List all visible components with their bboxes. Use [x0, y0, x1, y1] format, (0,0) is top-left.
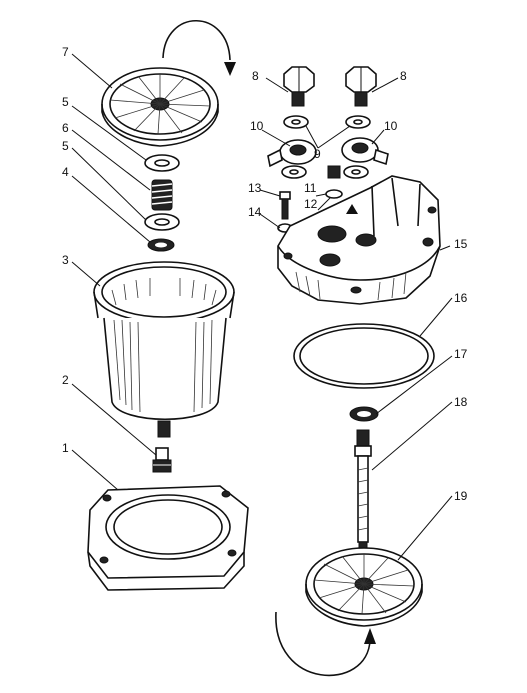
part-5-washer-upper: [144, 154, 180, 172]
label-11: 11: [304, 181, 317, 195]
part-15-filter-head: [277, 175, 441, 305]
part-labels: 7 5 6 5 4 3 2 1 8 8 10 10 9 11 12 13 14 …: [62, 45, 468, 503]
part-6-spring: [151, 179, 173, 211]
label-1: 1: [62, 441, 69, 455]
label-9: 9: [314, 147, 321, 161]
label-16: 16: [454, 291, 468, 305]
part-12-washer: [325, 189, 343, 199]
part-9-washers: [281, 115, 371, 179]
part-8-bolt-left: [283, 66, 315, 107]
part-5-washer-lower: [144, 213, 180, 231]
label-15: 15: [454, 237, 468, 251]
label-6: 6: [62, 121, 69, 135]
part-16-gasket: [293, 323, 435, 389]
part-3-bowl: [93, 261, 235, 438]
part-13-screw: [279, 191, 291, 220]
part-17-seal: [349, 406, 379, 422]
label-4: 4: [62, 165, 69, 179]
label-8-right: 8: [400, 69, 407, 83]
label-12: 12: [304, 197, 318, 211]
label-10-left: 10: [250, 119, 264, 133]
label-5-lower: 5: [62, 139, 69, 153]
leader-lines: [71, 53, 453, 561]
part-8-bolt-right: [345, 66, 377, 107]
label-19: 19: [454, 489, 468, 503]
label-17: 17: [454, 347, 468, 361]
label-8-left: 8: [252, 69, 259, 83]
part-10-banjo-left: [267, 139, 317, 168]
part-10-banjo-right: [341, 137, 389, 166]
label-18: 18: [454, 395, 468, 409]
label-5-upper: 5: [62, 95, 69, 109]
part-11-plug: [327, 165, 341, 179]
part-18-filter-element: [354, 429, 372, 553]
label-10-right: 10: [384, 119, 398, 133]
flow-arrow-bottom: [275, 611, 376, 677]
part-19-bottom-cover: [305, 547, 423, 627]
part-1-base-flange: [87, 485, 249, 591]
label-13: 13: [248, 181, 262, 195]
part-7-top-cover: [101, 67, 219, 147]
label-7: 7: [62, 45, 69, 59]
part-2-drain-plug: [152, 447, 172, 473]
label-2: 2: [62, 373, 69, 387]
part-4-seal-ring: [147, 238, 175, 252]
flow-arrow-top: [162, 20, 236, 76]
label-3: 3: [62, 253, 69, 267]
label-14: 14: [248, 205, 262, 219]
